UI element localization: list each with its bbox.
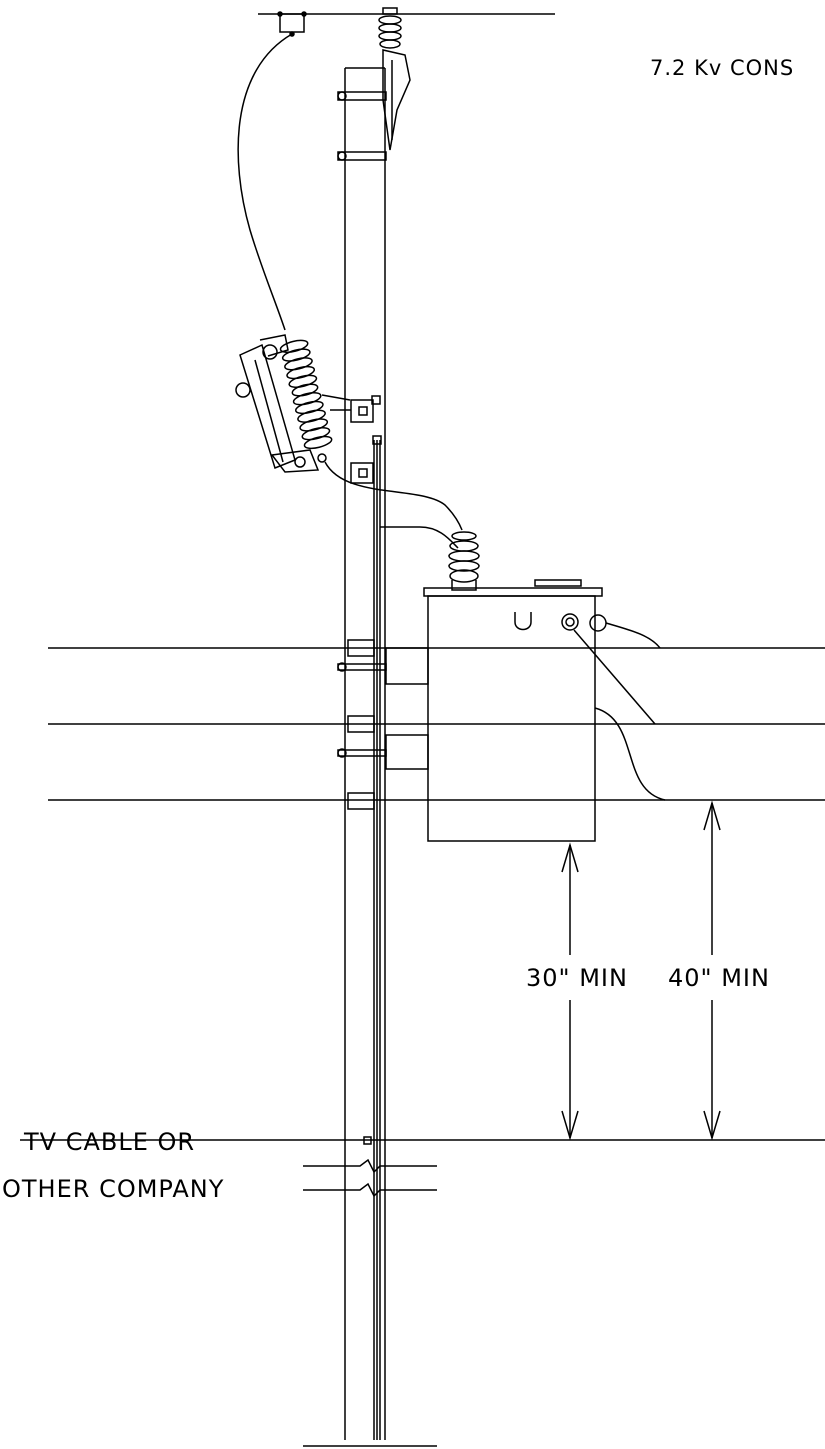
dimension-30in xyxy=(561,842,579,1141)
tv-cable-label-line1: TV CABLE OR xyxy=(24,1128,196,1156)
transformer-tank xyxy=(385,579,607,842)
secondary-racks xyxy=(337,639,387,810)
communications-cable xyxy=(20,1136,825,1145)
utility-pole xyxy=(303,67,437,1447)
tv-cable-label-line2: OTHER COMPANY xyxy=(2,1175,225,1203)
ground-lead xyxy=(380,526,459,549)
transformer-clearance-label: 30" MIN xyxy=(526,964,628,992)
transformer-lead xyxy=(324,461,463,531)
pin-insulator xyxy=(378,7,411,151)
cutout-bracket xyxy=(321,394,381,484)
secondary-conductors xyxy=(48,647,825,801)
primary-conductor xyxy=(258,11,555,37)
secondary-leads xyxy=(573,622,666,801)
fused-cutout xyxy=(235,334,333,473)
dimension-40in xyxy=(703,800,721,1141)
top-bolts xyxy=(337,91,387,161)
transformer-bushing xyxy=(448,531,480,591)
secondary-clearance-label: 40" MIN xyxy=(668,964,770,992)
primary-jumper-wire xyxy=(237,33,293,331)
voltage-label: 7.2 Kv CONS xyxy=(650,56,795,80)
pole-break-lines xyxy=(303,1158,437,1198)
